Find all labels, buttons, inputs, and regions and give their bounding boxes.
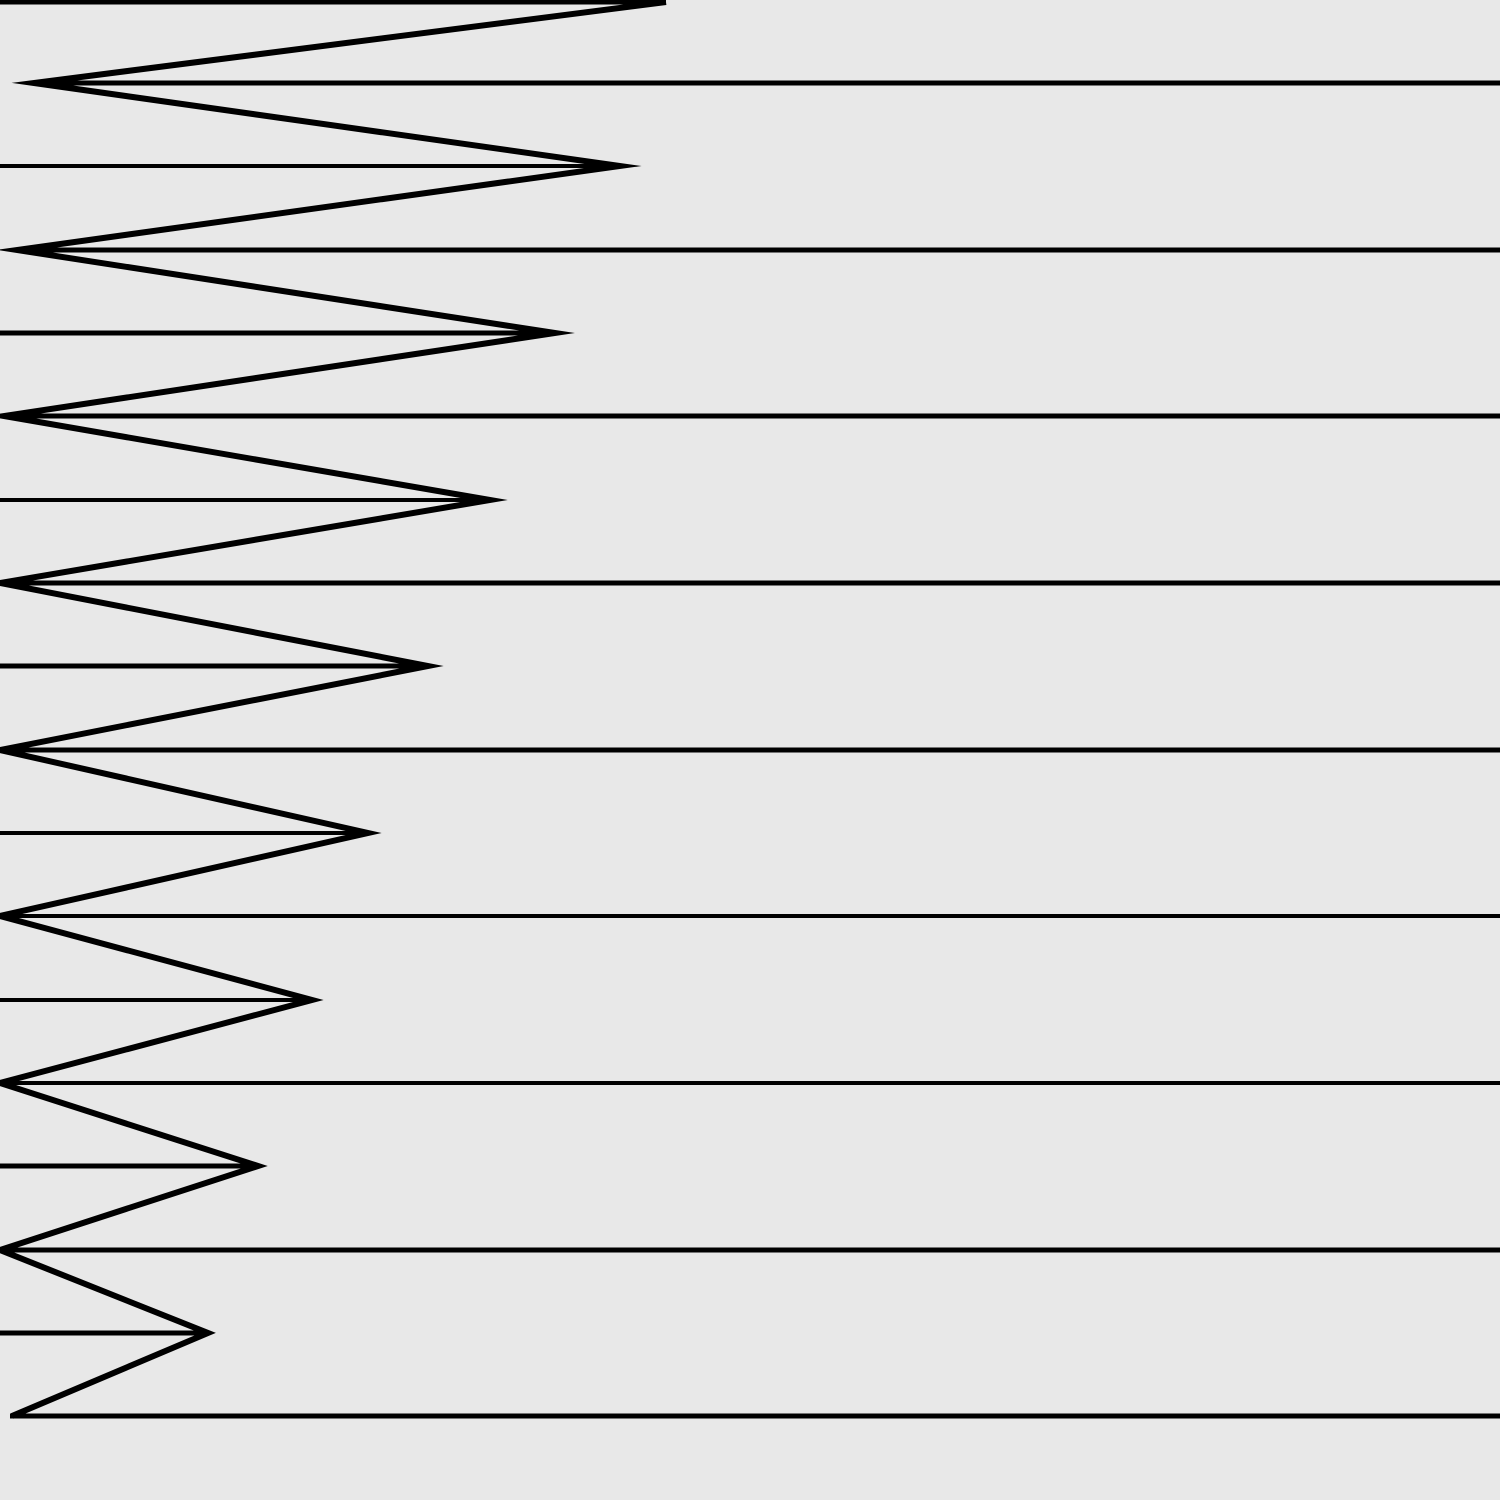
zigzag-line (0, 0, 667, 1419)
